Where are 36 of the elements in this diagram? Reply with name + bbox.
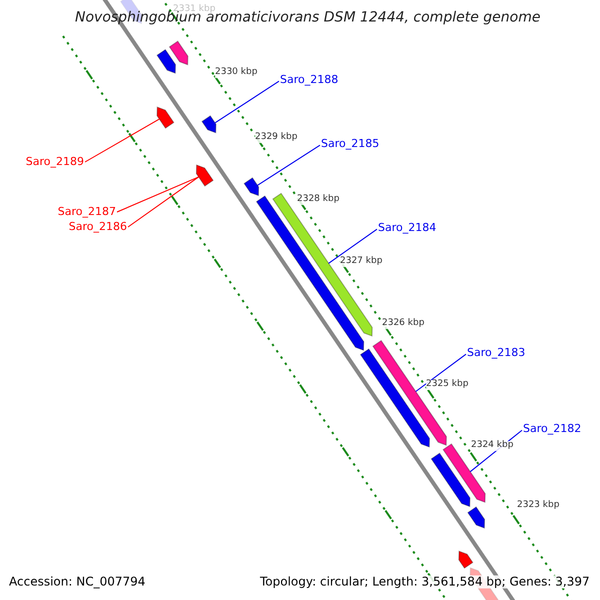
scale-label: 2328 kbp [297,195,340,205]
leader-line [214,80,280,124]
gene-feature [244,177,260,196]
gene-feature [168,40,188,66]
gene-feature [156,106,174,129]
scale-label: 2325 kbp [426,380,468,390]
gene-feature [256,195,364,351]
leader-line [116,176,200,212]
gene-feature [156,48,176,74]
scale-label: 2327 kbp [340,257,382,267]
gene-feature [196,164,214,187]
leader-line [415,354,466,392]
gene-feature [372,340,447,446]
genome-info-text: Topology: circular; Length: 3,561,584 bp; Genes: 3,397 [260,575,590,589]
gene-label: Saro_2188 [280,74,338,86]
gene-label: Saro_2189 [26,156,84,168]
leader-line [84,118,160,162]
gene-label: Saro_2182 [523,422,582,436]
gene-feature [201,115,216,134]
scale-label: 2326 kbp [382,319,424,329]
gene-feature [430,452,470,508]
scale-label: 2323 kbp [517,501,560,511]
gene-label: Saro_2186 [68,220,127,234]
gene-label: Saro_2184 [378,222,436,234]
scale-label: 2329 kbp [255,133,298,143]
gene-label: Saro_2183 [467,346,526,360]
leader-line [257,144,320,186]
leader-line [328,228,378,264]
gene-feature [458,550,474,569]
gene-label: Saro_2187 [58,206,116,218]
accession-text: Accession: NC_007794 [9,575,146,589]
leader-line [128,176,200,228]
scale-label: 2324 kbp [471,441,514,451]
gene-feature [467,506,486,529]
scale-label: 2330 kbp [215,68,258,78]
gene-label: Saro_2185 [321,138,380,150]
